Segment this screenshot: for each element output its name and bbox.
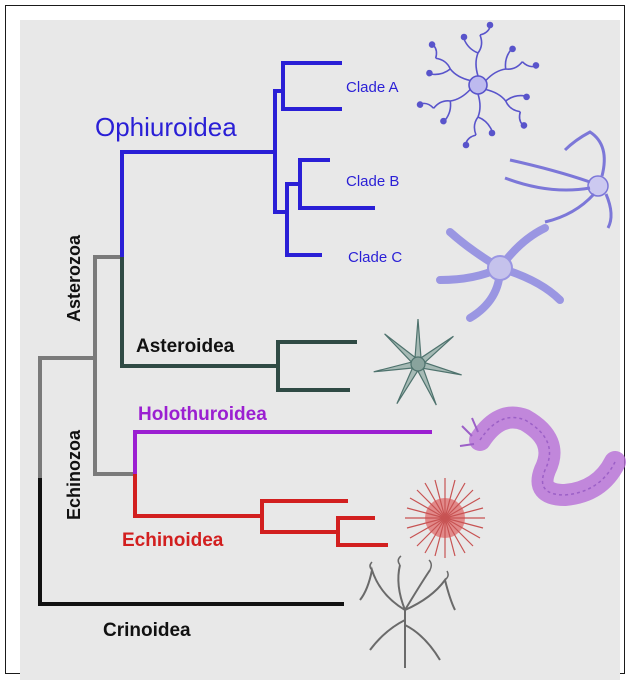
asteroidea-split [278,342,357,390]
echinoidea-split [262,501,348,532]
clade-bc-branch [287,184,322,255]
label-clade-b: Clade B [346,173,399,190]
echinoidea-stem [135,474,262,516]
label-ophiuroidea: Ophiuroidea [95,112,237,142]
spiny-brittle-star-icon [440,228,560,318]
label-holothuroidea: Holothuroidea [138,404,267,425]
asterozoa-branch [95,257,122,358]
ophiuroidea-branches [122,63,375,257]
label-clade-c: Clade C [348,249,402,266]
label-clade-a: Clade A [346,79,399,96]
label-echinoidea: Echinoidea [122,530,224,551]
echinoidea-subsplit [338,518,388,545]
sea-star-icon [373,319,462,406]
brittle-star-icon [505,132,611,228]
label-echinozoa: Echinozoa [64,429,84,520]
ophiuroidea-stem [122,152,275,257]
sea-urchin-icon [405,478,485,558]
label-crinoidea: Crinoidea [103,620,191,641]
label-asterozoa: Asterozoa [64,234,84,322]
holothuroidea-branches [135,432,432,474]
holothuroidea-branch [135,432,432,474]
echinozoa-branch [95,358,135,474]
clade-a-branch [283,63,342,109]
asteroidea-branches [122,257,357,390]
label-asteroidea: Asteroidea [136,336,235,357]
sea-lily-icon [360,556,455,668]
sea-cucumber-icon [460,418,615,496]
basket-star-icon [416,23,541,148]
